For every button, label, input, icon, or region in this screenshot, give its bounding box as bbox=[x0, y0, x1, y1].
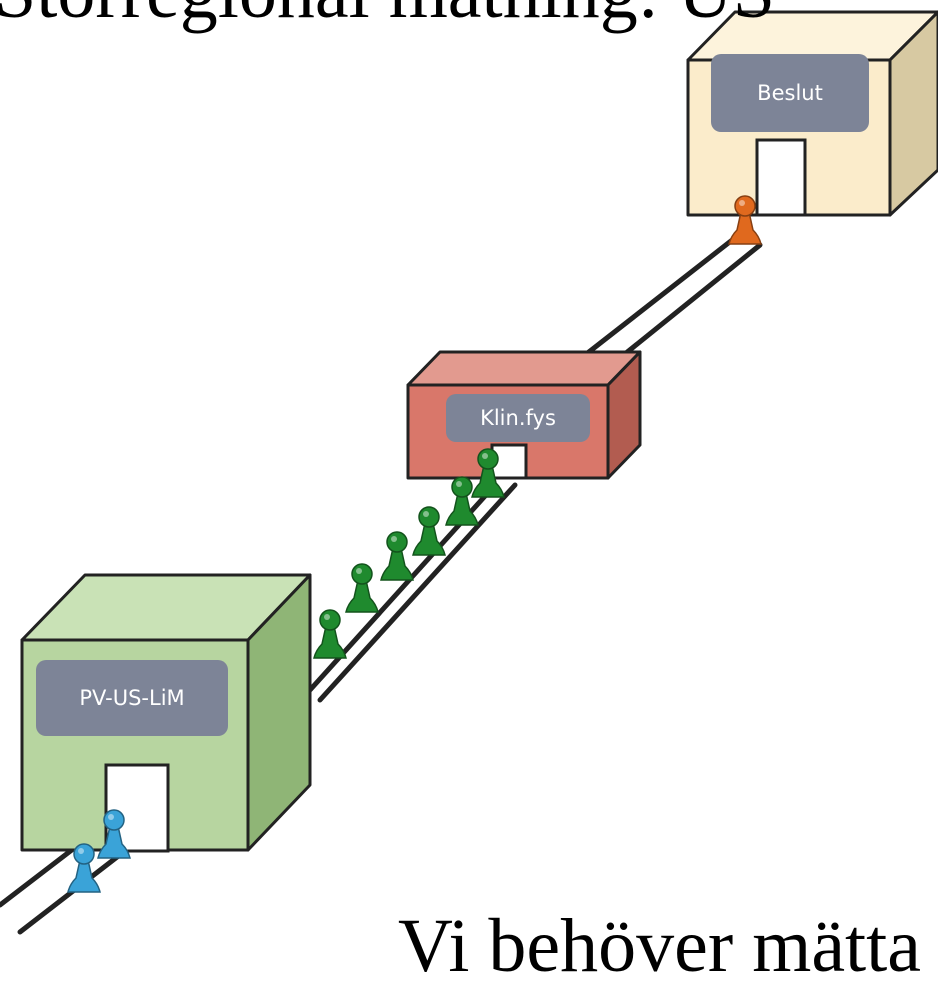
station-label-pv-us-lim: PV-US-LiM bbox=[36, 660, 228, 736]
station-label-beslut: Beslut bbox=[711, 54, 869, 132]
pawn-icon bbox=[728, 195, 762, 245]
pawn-icon bbox=[345, 563, 379, 613]
pawn-icon bbox=[471, 448, 505, 498]
pawn-icon bbox=[313, 609, 347, 659]
pawn-icon bbox=[412, 506, 446, 556]
station-door bbox=[755, 138, 807, 217]
header-text: Storregional mätning: US bbox=[0, 0, 775, 30]
pawn-icon bbox=[445, 476, 479, 526]
pawn-icon bbox=[380, 531, 414, 581]
footer-text: Vi behöver mätta bbox=[398, 904, 922, 988]
pawn-icon bbox=[67, 843, 101, 893]
station-label-klin-fys: Klin.fys bbox=[446, 394, 590, 442]
diagram-canvas bbox=[0, 10, 938, 935]
pawn-icon bbox=[97, 809, 131, 859]
